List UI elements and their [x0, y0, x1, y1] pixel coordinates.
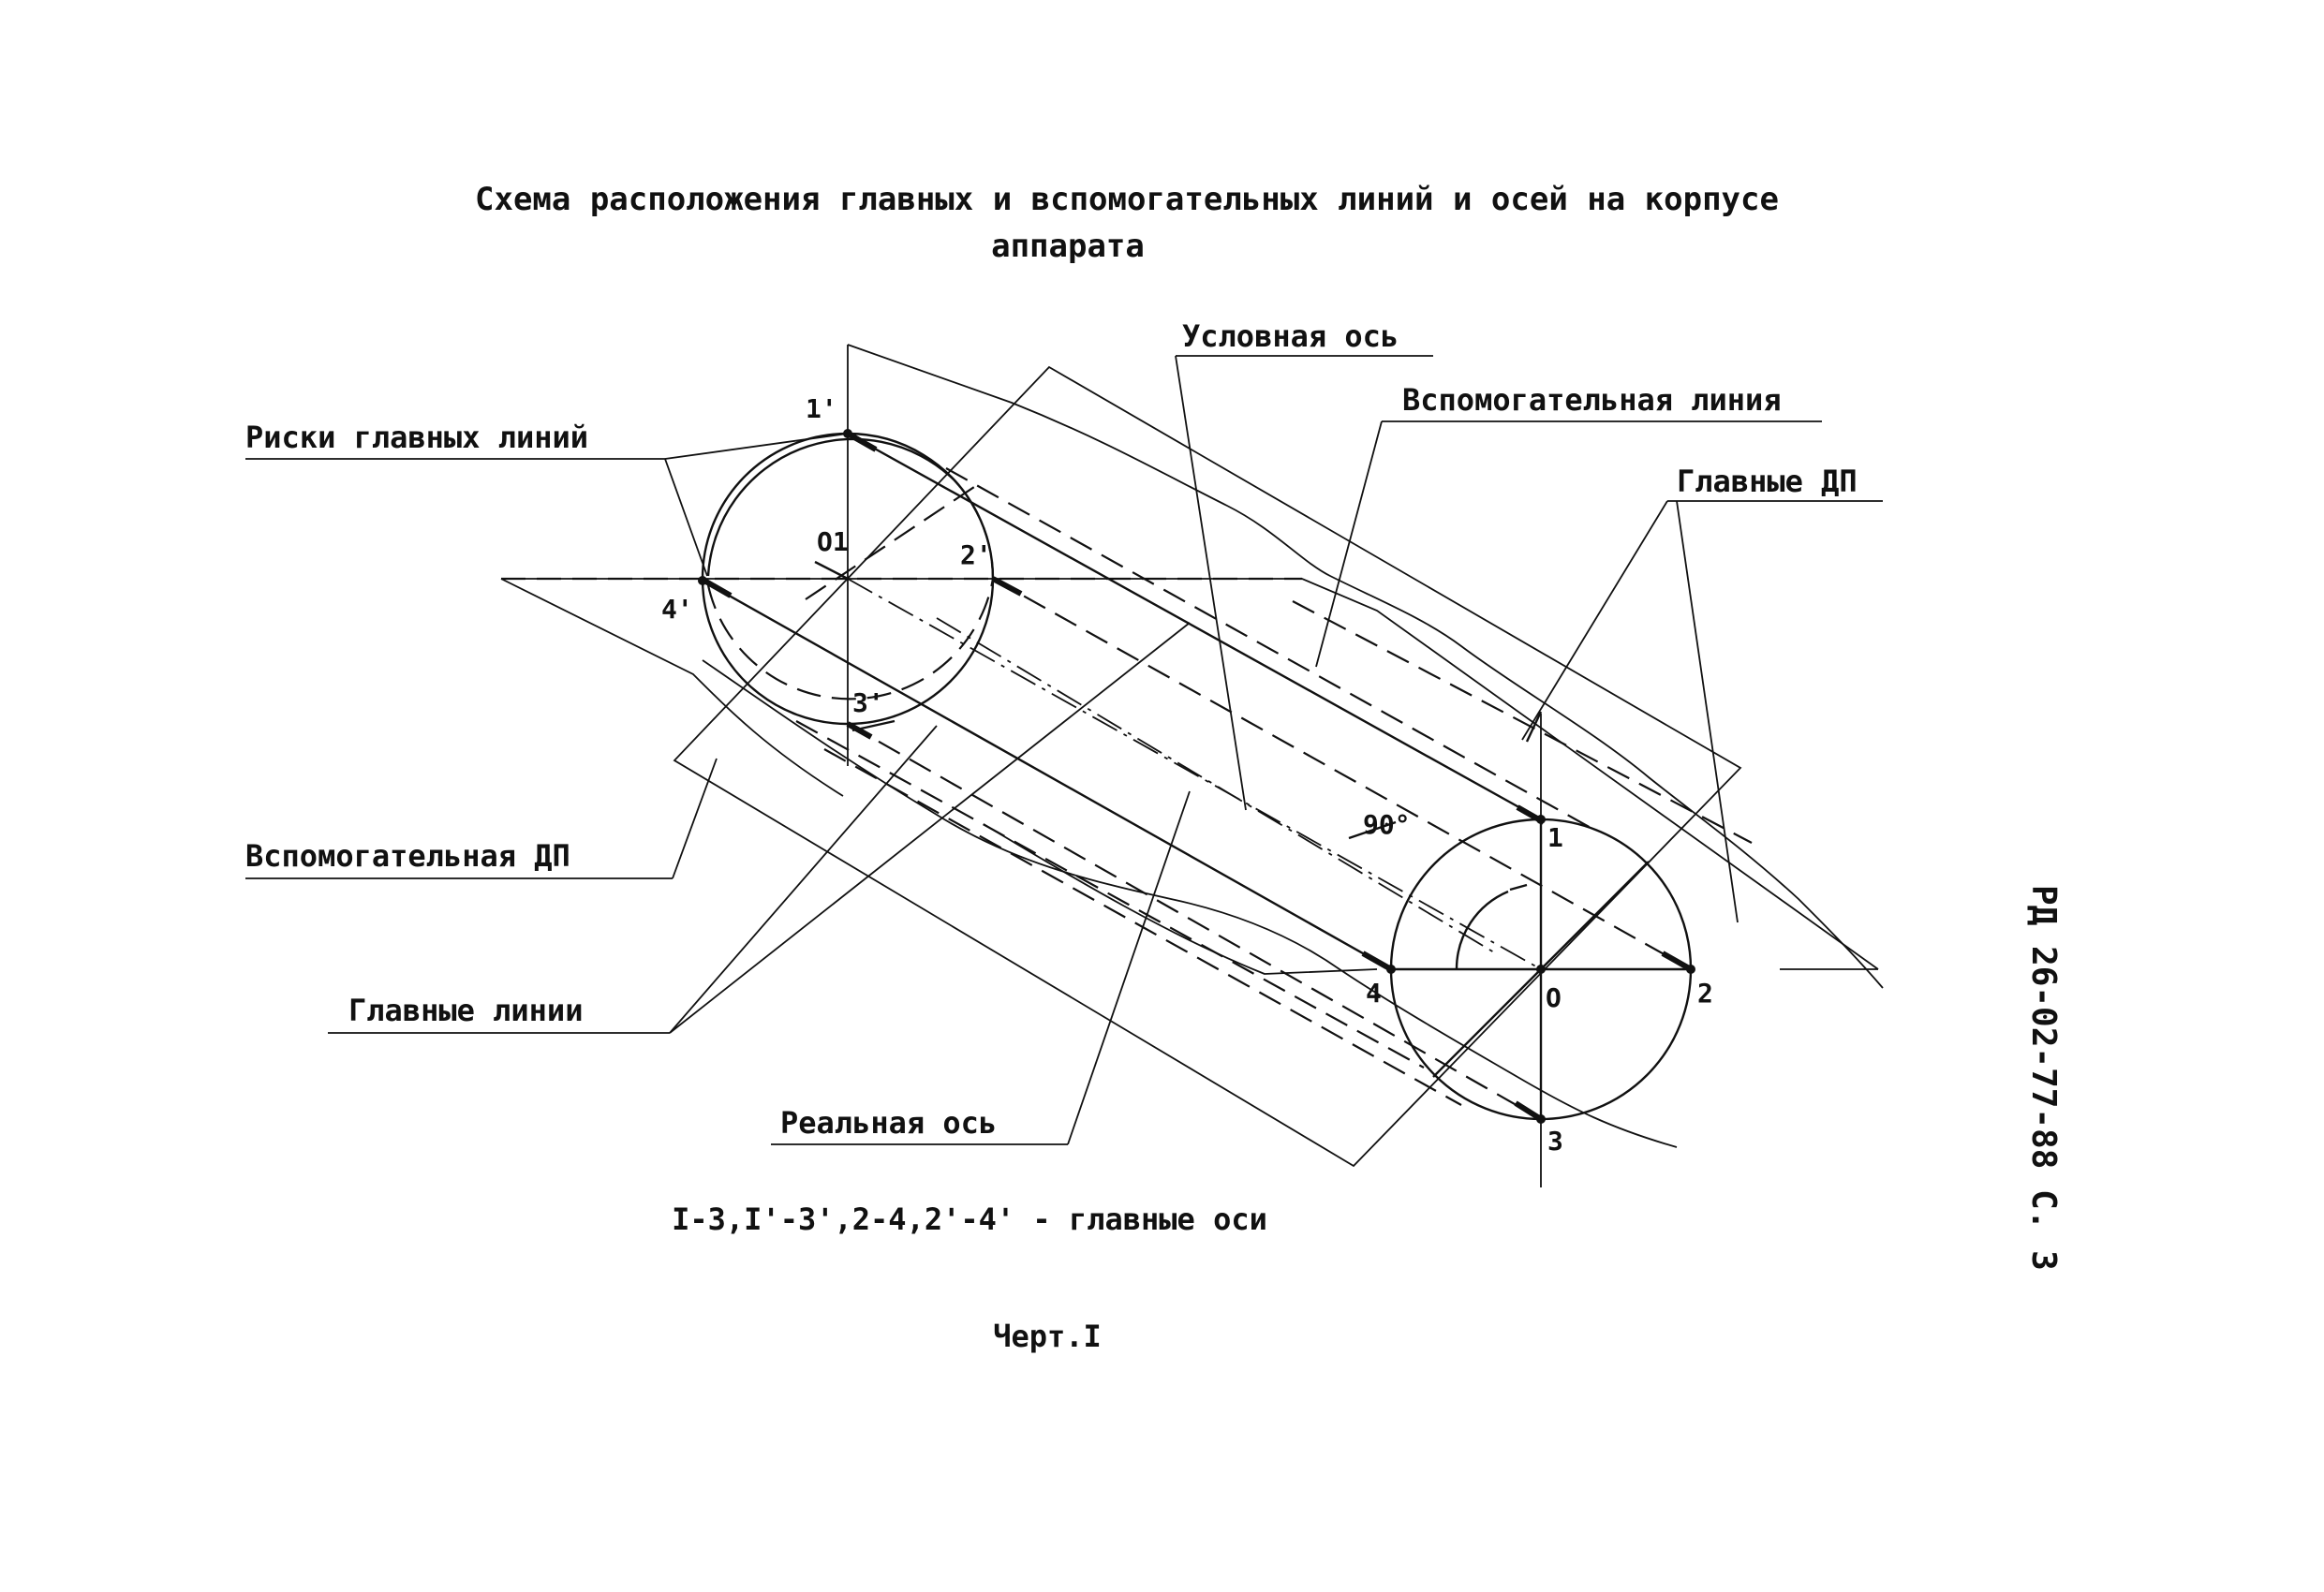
angle-leader — [1348, 820, 1397, 840]
label-main-planes: Главные ДП — [1677, 464, 1858, 499]
caption-main-axes: I-3,I'-3',2-4,2'-4' - главные оси — [672, 1201, 1267, 1237]
label-auxiliary-line: Вспомогательная линия — [1402, 382, 1782, 418]
main-line-top — [847, 432, 1542, 821]
angle-arc — [1455, 890, 1509, 970]
label-main-line-marks: Риски главных линий — [245, 420, 588, 455]
mark-1-prime — [846, 431, 878, 452]
plane-arrow-icon — [1525, 711, 1543, 743]
side-document-code: РД 26-02-77-88 С. 3 — [2024, 885, 2063, 1271]
mark-3-prime — [846, 721, 873, 740]
back-circle-solid-arc — [706, 437, 955, 577]
horizontal-main-plane — [500, 578, 1879, 975]
label-main-lines: Главные линии — [348, 993, 583, 1028]
label-angle: 90° — [1363, 809, 1411, 840]
drawing-number: Черт.I — [993, 1319, 1102, 1354]
label-4: 4 — [1366, 978, 1382, 1009]
label-2: 2 — [1697, 978, 1713, 1009]
label-real-axis: Реальная ось — [780, 1105, 997, 1141]
main-line-right-hidden — [992, 578, 1692, 970]
main-line-left — [702, 579, 1392, 971]
conditional-axis-line — [936, 617, 1500, 956]
leader-main-lines-1 — [669, 622, 1191, 1034]
label-conditional-axis: Условная ось — [1182, 318, 1399, 354]
3-prime-leader — [851, 719, 896, 732]
leader-auxiliary-plane — [672, 758, 718, 879]
auxiliary-line-1 — [945, 467, 1593, 830]
mark-2 — [1661, 951, 1693, 972]
label-3: 3 — [1547, 1126, 1563, 1157]
leader-auxiliary-line — [1315, 420, 1383, 668]
label-o: O — [1546, 982, 1562, 1013]
label-auxiliary-plane: Вспомогательная ДП — [245, 838, 570, 874]
o1-leader — [814, 560, 849, 581]
title-line-2: аппарата — [991, 228, 1145, 265]
label-1: 1 — [1547, 822, 1563, 853]
point-4-prime — [698, 576, 707, 585]
label-3-prime: 3' — [852, 687, 884, 718]
label-4-prime: 4' — [661, 594, 693, 625]
leader-real-axis — [1067, 790, 1191, 1145]
tilted-main-plane — [673, 365, 1742, 1168]
auxiliary-plane-upper-wavy — [847, 344, 1884, 989]
point-4 — [1386, 965, 1396, 974]
main-line-bottom-hidden — [847, 723, 1542, 1120]
leader-main-planes-1 — [1521, 500, 1668, 741]
angle-arrow-icon — [1509, 883, 1528, 892]
label-1-prime: 1' — [806, 393, 837, 424]
mark-4 — [1361, 951, 1393, 972]
point-1 — [1536, 815, 1546, 824]
mark-3 — [1514, 1100, 1543, 1122]
auxiliary-line-2 — [1292, 600, 1753, 844]
leader-main-lines-2 — [669, 725, 938, 1034]
auxiliary-line-3 — [795, 720, 1425, 1069]
back-circle-hidden-arc — [706, 479, 995, 700]
point-3 — [1536, 1114, 1546, 1124]
leader-main-line-marks-1 — [664, 433, 849, 460]
label-2-prime: 2' — [960, 539, 992, 570]
mark-4-prime — [703, 578, 733, 598]
mark-2-prime — [991, 576, 1023, 597]
label-o1: O1 — [817, 526, 849, 557]
point-2 — [1686, 965, 1695, 974]
real-axis-line — [847, 578, 1542, 970]
leader-main-planes-2 — [1676, 500, 1739, 923]
leader-main-line-marks-2 — [664, 458, 708, 577]
leader-conditional-axis — [1175, 355, 1247, 811]
point-o — [1536, 965, 1546, 974]
title-line-1: Схема расположения главных и вспомогател… — [475, 181, 1779, 218]
